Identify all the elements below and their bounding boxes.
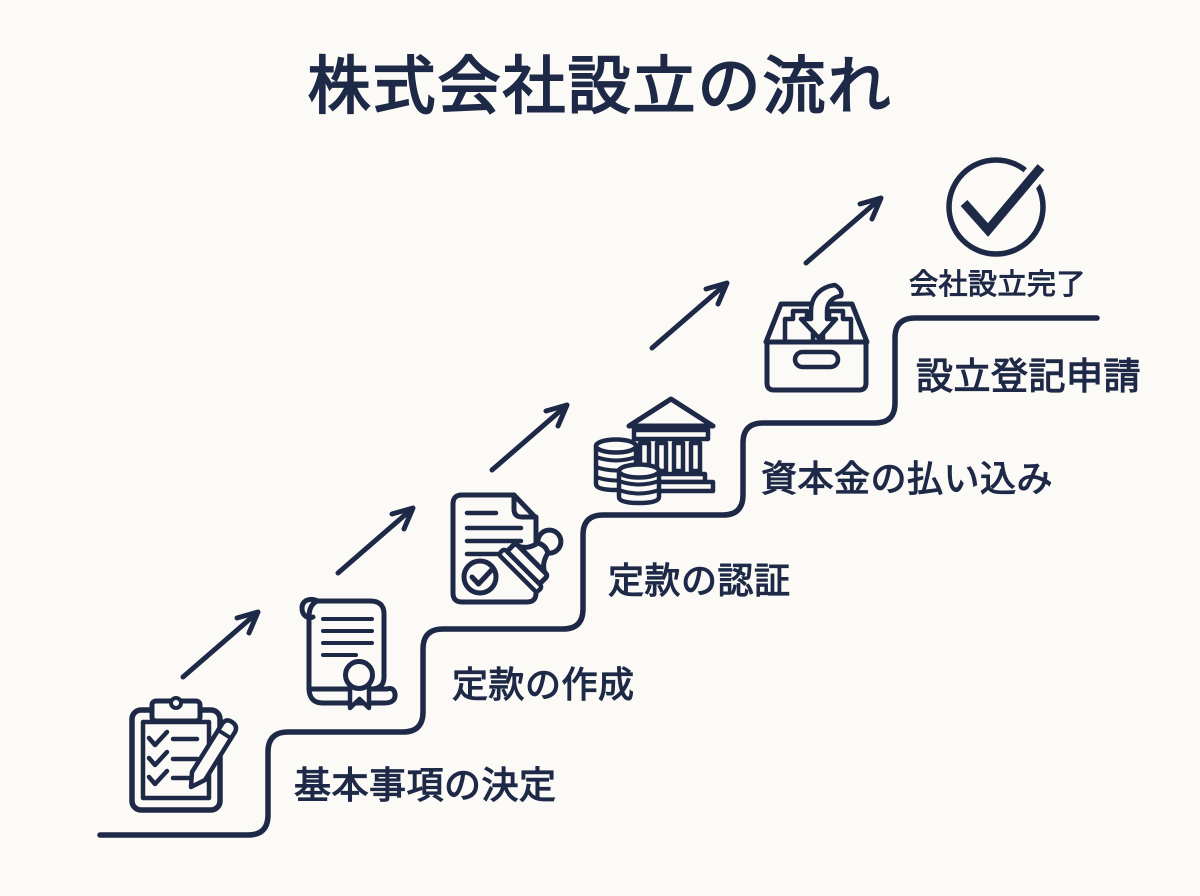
diagonal-up-arrow-icon <box>335 505 416 576</box>
step-label-capital-payment: 資本金の払い込み <box>761 459 1054 500</box>
completion-label: 会社設立完了 <box>909 267 1087 301</box>
coin-stack-icon <box>593 437 639 493</box>
ascending-steps-line <box>97 315 1100 838</box>
check-circle-icon <box>946 157 1049 257</box>
diagonal-up-arrow-icon <box>649 280 730 351</box>
step-label-articles-certification: 定款の認証 <box>608 561 791 602</box>
pencil-icon <box>188 718 239 790</box>
check-badge-icon <box>461 558 499 596</box>
archive-box-icon <box>763 282 870 393</box>
step-label-registration-application: 設立登記申請 <box>916 355 1141 398</box>
diagonal-up-arrow-icon <box>489 402 570 473</box>
step-label-articles-creation: 定款の作成 <box>452 665 635 706</box>
drop-in-arrow-icon <box>798 282 844 341</box>
page-title: 株式会社設立の流れ <box>307 50 893 123</box>
coin-stack-icon <box>616 462 662 506</box>
rubber-stamp-icon <box>497 527 564 594</box>
scroll-certificate-icon <box>299 596 398 711</box>
step-label-basic-matters: 基本事項の決定 <box>294 764 557 807</box>
diagonal-up-arrow-icon <box>180 609 261 680</box>
bank-coins-icon <box>593 396 716 506</box>
clipboard-checklist-icon <box>129 696 239 813</box>
medal-icon <box>343 659 375 691</box>
document-stamp-icon <box>450 492 564 605</box>
diagonal-up-arrow-icon <box>803 195 884 266</box>
